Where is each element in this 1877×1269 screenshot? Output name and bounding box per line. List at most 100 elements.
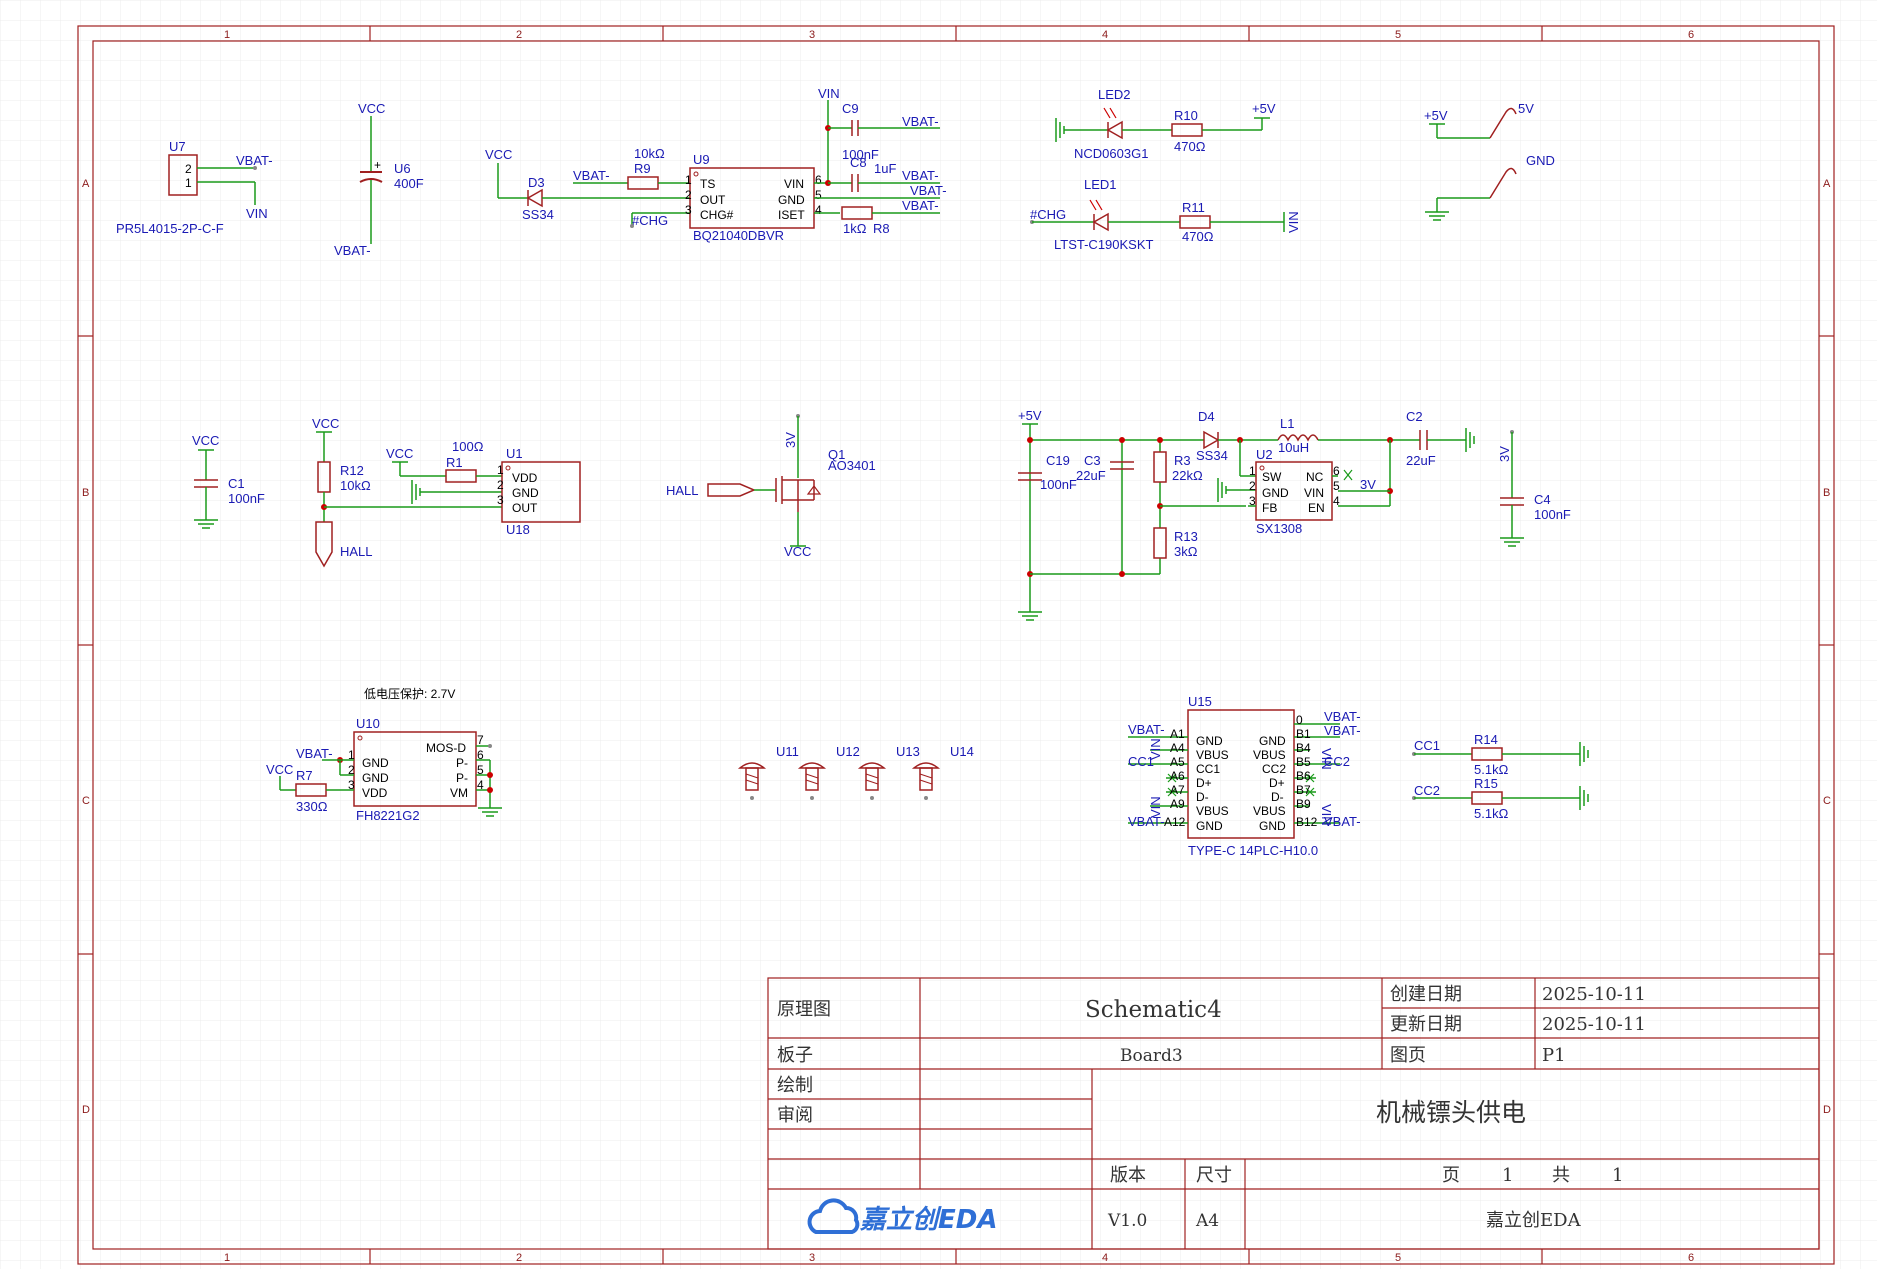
svg-text:OUT: OUT (700, 193, 726, 207)
label-updated: 更新日期 (1390, 1014, 1462, 1035)
ref-c8: C8 (850, 155, 867, 170)
component-r14[interactable]: CC1 R14 5.1kΩ (1412, 732, 1589, 777)
net-5v: +5V (1252, 101, 1276, 116)
screws[interactable]: U11 U12 U13 U14 (737, 744, 974, 800)
component-c9[interactable]: VIN C9 100nF VBAT- (818, 86, 940, 186)
svg-text:4: 4 (815, 203, 822, 217)
row-label: A (1823, 178, 1831, 190)
svg-text:VBUS: VBUS (1196, 804, 1229, 818)
part-u15: TYPE-C 14PLC-H10.0 (1188, 843, 1318, 858)
net-vbat: VBAT- (1324, 723, 1361, 738)
value-r9: 10kΩ (634, 146, 665, 161)
net-hall: HALL (666, 483, 699, 498)
net-vin: VIN (1148, 796, 1163, 818)
component-c1[interactable]: VCC C1 100nF (192, 433, 265, 529)
ref-r14: R14 (1474, 732, 1498, 747)
svg-text:GND: GND (362, 756, 389, 770)
ref-u6: U6 (394, 161, 411, 176)
row-label: D (1823, 1104, 1831, 1116)
svg-text:VBUS: VBUS (1253, 748, 1286, 762)
ref-r3: R3 (1174, 453, 1191, 468)
total-pages: 1 (1612, 1165, 1623, 1186)
svg-text:VBUS: VBUS (1253, 804, 1286, 818)
component-r1[interactable]: VCC R1 100Ω (386, 439, 502, 504)
ref-led2: LED2 (1098, 87, 1131, 102)
net-vcc: VCC (358, 101, 385, 116)
net-3v: 3V (783, 432, 798, 448)
value-r1: 100Ω (452, 439, 484, 454)
svg-text:VM: VM (450, 786, 468, 800)
net-vin: VIN (1319, 748, 1334, 770)
project-title: 机械镖头供电 (1376, 1098, 1526, 1127)
u15-left-wires (1128, 736, 1188, 824)
col-label: 5 (1395, 1252, 1401, 1264)
screw-u12: U12 (797, 744, 860, 800)
component-r10[interactable]: R10 470Ω +5V (1171, 101, 1276, 154)
boost-converter[interactable]: +5V C19 100nF C3 22uF R3 22kΩ R13 3kΩ D4… (1018, 408, 1571, 621)
component-gnd-pad[interactable]: GND (1425, 153, 1555, 221)
svg-text:VIN: VIN (1304, 486, 1324, 500)
row-label: A (82, 178, 90, 190)
component-led2[interactable]: LED2 NCD0603G1 (1055, 87, 1172, 161)
component-u9[interactable]: #CHG U9 TS OUT CHG# VIN GND ISET 1 2 3 6… (630, 152, 940, 243)
svg-text:0: 0 (1296, 713, 1303, 727)
net-cc2: CC2 (1324, 754, 1350, 769)
net-vbat: VBAT- (902, 114, 939, 129)
part-d4: SS34 (1196, 448, 1228, 463)
svg-text:3: 3 (497, 493, 504, 507)
col-label: 4 (1102, 1252, 1108, 1264)
svg-text:CC2: CC2 (1262, 762, 1286, 776)
value-r13: 3kΩ (1174, 544, 1198, 559)
component-r8[interactable]: 1kΩ R8 VBAT- (840, 198, 940, 236)
col-label: 4 (1102, 29, 1108, 41)
component-u10[interactable]: U10 GND GND VDD MOS-D P- P- VM 1 2 3 7 6… (266, 716, 502, 823)
component-u7[interactable]: U7 2 1 VBAT- VIN PR5L4015-2P-C-F (116, 139, 273, 236)
value-l1: 10uH (1278, 440, 1309, 455)
net-vin: VIN (1286, 211, 1301, 233)
svg-text:D-: D- (1196, 790, 1209, 804)
svg-text:1: 1 (497, 463, 504, 477)
svg-text:VBUS: VBUS (1196, 748, 1229, 762)
net-vbat: VBAT- (902, 168, 939, 183)
ref-r12: R12 (340, 463, 364, 478)
value-r8: 1kΩ (843, 221, 867, 236)
component-r9[interactable]: VBAT- 10kΩ R9 (573, 146, 690, 190)
screw-u13: U13 (857, 744, 920, 800)
component-d3[interactable]: VCC D3 SS34 (485, 147, 690, 222)
ref-u9: U9 (693, 152, 710, 167)
component-u15[interactable]: U15 TYPE-C 14PLC-H10.0 GND (1128, 694, 1361, 858)
component-r11[interactable]: R11 470Ω VIN (1179, 200, 1301, 244)
net-chg: #CHG (632, 213, 668, 228)
svg-text:4: 4 (477, 778, 484, 792)
net-cc1: CC1 (1414, 738, 1440, 753)
component-r12[interactable]: VCC R12 10kΩ HALL (312, 416, 502, 568)
part-u7: PR5L4015-2P-C-F (116, 221, 224, 236)
part-d3: SS34 (522, 207, 554, 222)
page-name: P1 (1542, 1045, 1566, 1066)
component-u6[interactable]: + VCC U6 400F VBAT- (334, 101, 424, 258)
value-c19: 100nF (1040, 477, 1077, 492)
value-c2: 22uF (1406, 453, 1436, 468)
component-r15[interactable]: CC2 R15 5.1kΩ (1412, 776, 1589, 821)
component-led1[interactable]: #CHG LED1 LTST-C190KSKT (1030, 177, 1180, 252)
net-vin: VIN (246, 206, 268, 221)
value-r3: 22kΩ (1172, 468, 1203, 483)
net-vcc: VCC (485, 147, 512, 162)
label-schematic: 原理图 (777, 999, 831, 1020)
col-label: 3 (809, 29, 815, 41)
ref-r7: R7 (296, 768, 313, 783)
component-c8[interactable]: C8 1uF VBAT- VBAT- (828, 155, 947, 198)
svg-text:4: 4 (1333, 494, 1340, 508)
ref-r11: R11 (1182, 200, 1205, 215)
row-label: C (82, 795, 90, 807)
component-u1[interactable]: U1 VDD GND OUT 1 2 3 U18 (497, 446, 581, 537)
svg-text:CC1: CC1 (1196, 762, 1220, 776)
board-name: Board3 (1120, 1046, 1183, 1066)
component-5v-pad[interactable]: +5V 5V (1424, 101, 1534, 139)
net-3v: 3V (1360, 477, 1376, 492)
component-q1[interactable]: 3V Q1 AO3401 HALL VCC (666, 414, 876, 559)
svg-text:EN: EN (1308, 501, 1325, 515)
label-page: 图页 (1390, 1045, 1426, 1066)
grid-column-labels: 1 2 3 4 5 6 1 2 3 4 5 6 (224, 29, 1694, 1264)
